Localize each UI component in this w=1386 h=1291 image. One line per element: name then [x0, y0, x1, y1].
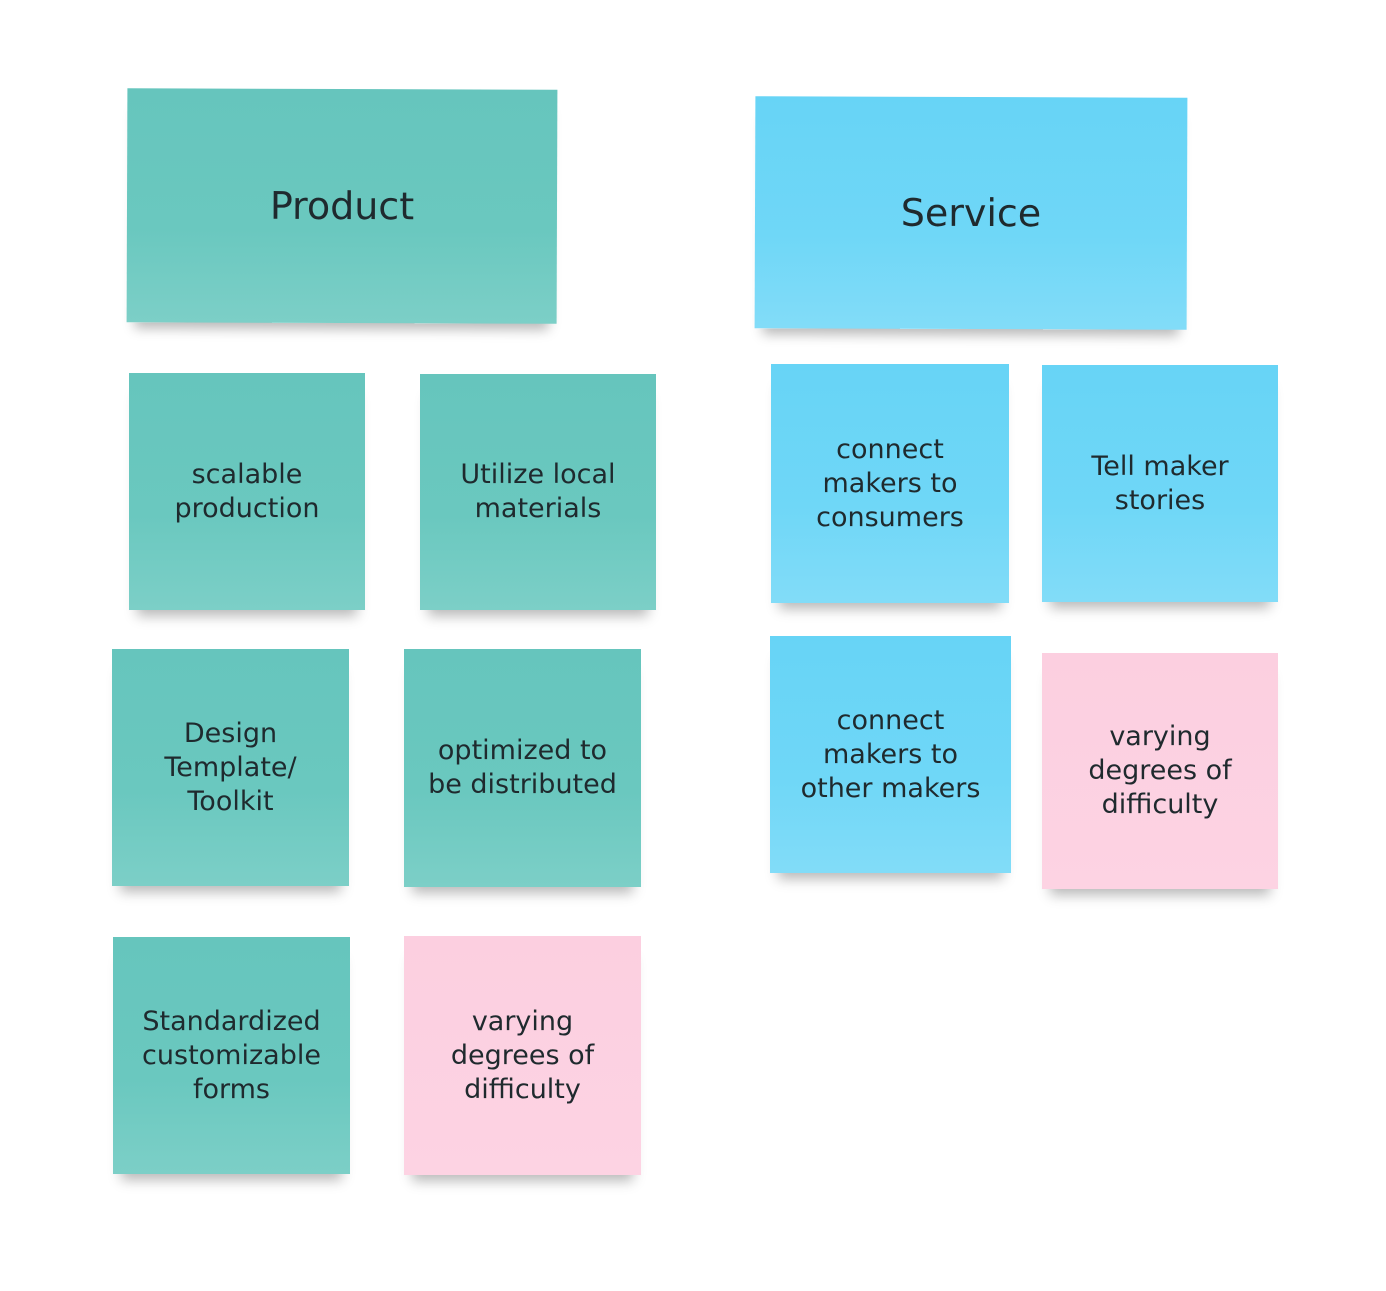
note-text: connect makers to consumers — [816, 433, 964, 533]
sticky-note[interactable]: Design Template/ Toolkit — [112, 649, 349, 886]
note-text: varying degrees of difficulty — [1088, 721, 1232, 820]
note-text: Utilize local materials — [460, 459, 616, 524]
sticky-note[interactable]: scalable production — [129, 373, 365, 610]
sticky-note[interactable]: Utilize local materials — [420, 374, 656, 610]
note-text: scalable production — [174, 458, 320, 524]
note-text: Service — [900, 190, 1042, 236]
product-header-note[interactable]: Product — [126, 88, 558, 324]
sticky-note[interactable]: varying degrees of difficulty — [404, 936, 641, 1175]
note-text: connect makers to other makers — [800, 704, 981, 804]
sticky-note[interactable]: varying degrees of difficulty — [1042, 653, 1278, 889]
sticky-note[interactable]: Standardized customizable forms — [113, 937, 350, 1174]
note-text: Product — [269, 183, 415, 229]
sticky-note[interactable]: optimized to be distributed — [404, 649, 641, 887]
note-text: optimized to be distributed — [428, 735, 617, 800]
note-text: Standardized customizable forms — [142, 1005, 321, 1105]
sticky-note[interactable]: connect makers to other makers — [770, 636, 1011, 873]
sticky-note[interactable]: Tell maker stories — [1042, 365, 1278, 602]
service-header-note[interactable]: Service — [754, 96, 1188, 330]
note-text: Tell maker stories — [1091, 450, 1229, 516]
sticky-note[interactable]: connect makers to consumers — [771, 364, 1009, 603]
note-text: Design Template/ Toolkit — [164, 717, 297, 817]
note-text: varying degrees of difficulty — [450, 1005, 595, 1105]
